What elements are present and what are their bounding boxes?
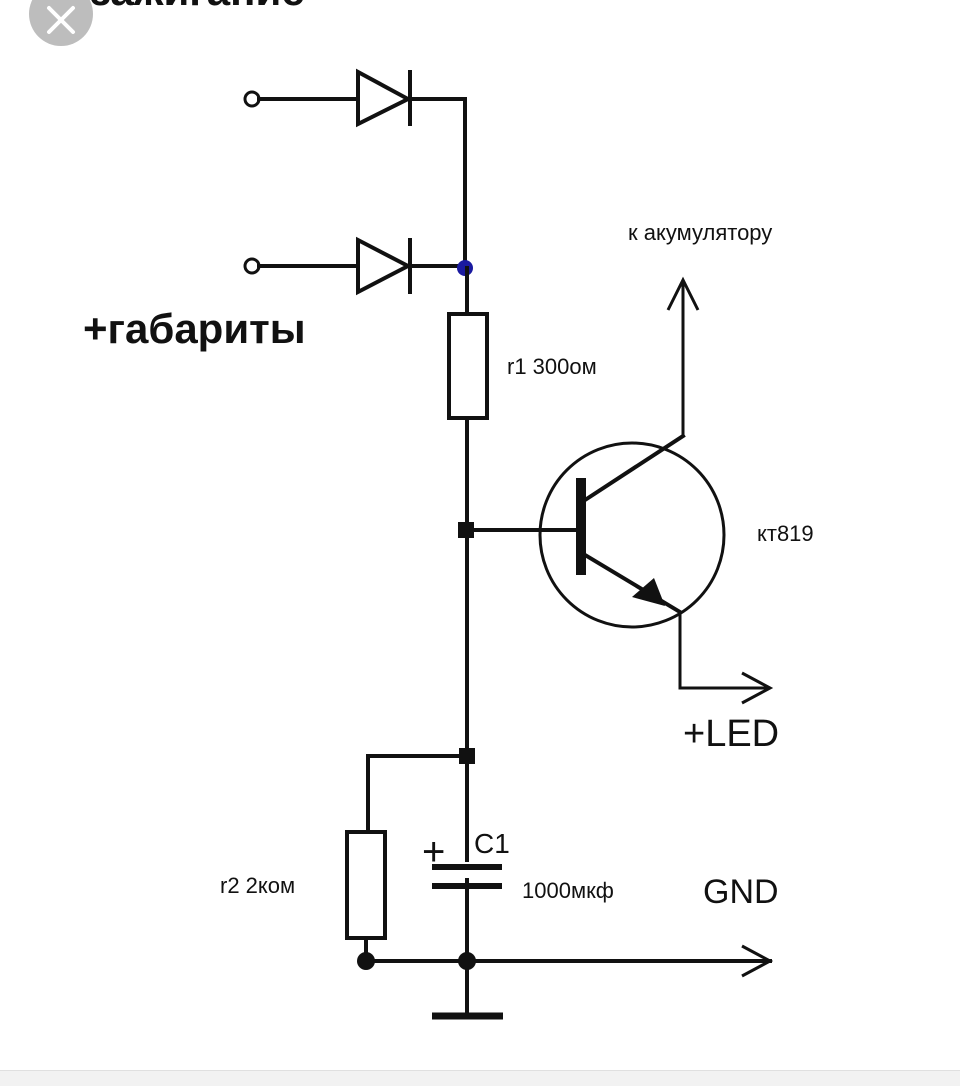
ignition-terminal <box>243 90 261 108</box>
capacitor-name-label: C1 <box>474 828 510 859</box>
ignition-label: зажигание <box>90 0 305 14</box>
diode-ignition <box>356 68 413 128</box>
marker-terminal <box>243 257 261 275</box>
transistor-kt819 <box>538 433 726 629</box>
resistor-r1 <box>447 312 489 420</box>
diode-marker <box>356 236 413 296</box>
battery-label: к акумулятору <box>628 220 772 245</box>
ignition-input <box>243 68 467 268</box>
gnd-label: GND <box>703 873 779 911</box>
close-icon <box>47 6 75 34</box>
capacitor-value-label: 1000мкф <box>522 878 614 903</box>
bottom-bar <box>0 1070 960 1086</box>
led-arrow <box>678 612 774 705</box>
transistor-label: кт819 <box>757 521 814 546</box>
battery-arrow <box>666 276 700 436</box>
r2-label: r2 2ком <box>220 873 295 898</box>
marker-lights-label: +габариты <box>83 305 306 352</box>
resistor-r2 <box>345 830 387 940</box>
capacitor-polarity: + <box>422 830 445 874</box>
capacitor-c1 <box>430 862 504 889</box>
led-label: +LED <box>683 713 779 755</box>
r1-label: r1 300ом <box>507 354 597 379</box>
close-button[interactable] <box>29 0 93 46</box>
marker-input <box>243 236 467 296</box>
